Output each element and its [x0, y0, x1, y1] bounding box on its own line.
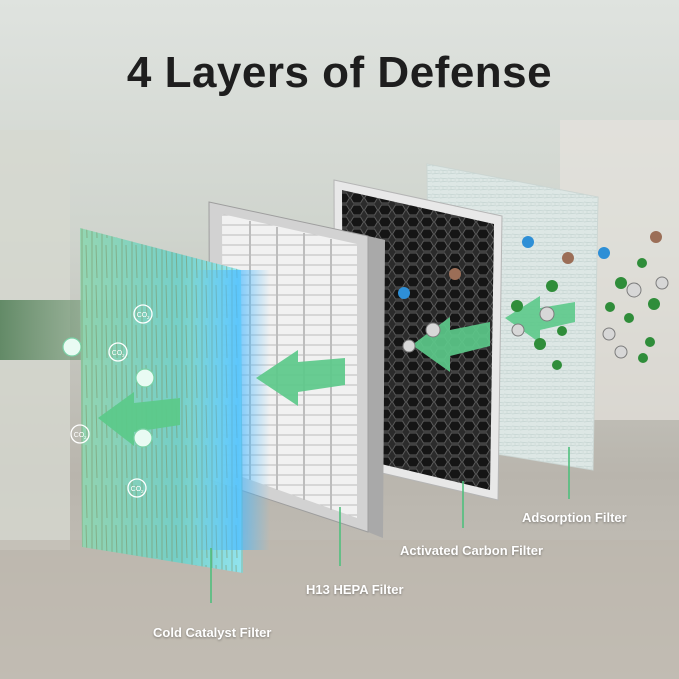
page-title: 4 Layers of Defense — [126, 48, 553, 97]
co2-subscript: 2 — [84, 435, 87, 440]
allergen-particle — [522, 236, 534, 248]
blue-glow — [190, 270, 270, 550]
smoke-particles — [402, 276, 669, 359]
dust-particle — [562, 252, 574, 264]
virus-particle — [552, 360, 562, 370]
virus-particle — [615, 277, 627, 289]
co2-labels: CO CO CO CO — [74, 312, 148, 493]
allergen-particles — [398, 236, 610, 299]
bubble — [62, 337, 82, 357]
co2-subscript: 2 — [141, 489, 144, 494]
co2-text: CO — [137, 312, 148, 319]
virus-particle — [605, 302, 615, 312]
smoke-particle — [602, 327, 616, 341]
co2-text: CO — [112, 350, 123, 357]
co2-text: CO — [74, 432, 85, 439]
virus-particle — [637, 258, 647, 268]
virus-particle — [557, 326, 567, 336]
co2-molecule — [70, 424, 90, 444]
allergen-particle — [398, 287, 410, 299]
pollutant-particles — [511, 258, 660, 370]
label-cold-catalyst-filter: Cold Catalyst Filter — [153, 625, 272, 640]
smoke-particle — [626, 282, 642, 298]
label-adsorption-filter: Adsorption Filter — [522, 510, 627, 525]
leader-lines — [210, 447, 570, 603]
label-activated-carbon-filter: Activated Carbon Filter — [400, 543, 544, 558]
smoke-particle — [425, 322, 441, 338]
virus-particle — [648, 298, 660, 310]
co2-molecules — [70, 304, 153, 498]
co2-subscripts: 2 2 2 2 — [84, 315, 150, 494]
arrow-catalyst — [98, 392, 180, 446]
co2-molecule — [108, 342, 128, 362]
co2-molecule — [127, 478, 147, 498]
arrow-hepa — [256, 350, 345, 406]
allergen-particle — [598, 247, 610, 259]
co2-text: CO — [131, 486, 142, 493]
bubble — [135, 368, 155, 388]
virus-particle — [624, 313, 634, 323]
label-hepa-filter: H13 HEPA Filter — [306, 582, 404, 597]
clean-bubbles — [62, 337, 155, 448]
virus-particle — [534, 338, 546, 350]
co2-subscript: 2 — [147, 315, 150, 320]
smoke-particle — [539, 306, 555, 322]
smoke-particle — [402, 339, 416, 353]
smoke-particle — [511, 323, 525, 337]
virus-particle — [638, 353, 648, 363]
co2-molecule — [133, 304, 153, 324]
smoke-particle — [655, 276, 669, 290]
virus-particle — [511, 300, 523, 312]
bubble — [133, 428, 153, 448]
dust-particles — [449, 231, 662, 280]
dust-particle — [650, 231, 662, 243]
virus-particle — [546, 280, 558, 292]
virus-particle — [645, 337, 655, 347]
dust-particle — [449, 268, 461, 280]
co2-subscript: 2 — [122, 353, 125, 358]
smoke-particle — [614, 345, 628, 359]
